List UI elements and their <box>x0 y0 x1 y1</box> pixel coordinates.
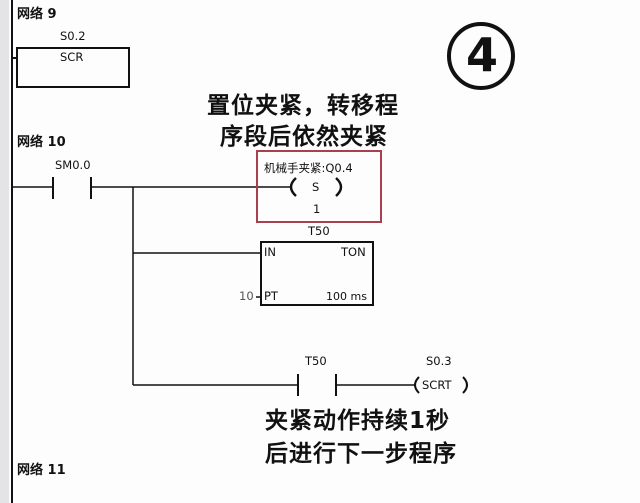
highlight-box <box>256 150 382 223</box>
scr-box <box>16 47 130 88</box>
step-circle <box>447 22 515 90</box>
scr-address: S0.2 <box>60 29 86 43</box>
network-11-label: 网络 11 <box>17 463 66 478</box>
scrt-coil-right <box>462 376 468 394</box>
coil-name: 机械手夹紧:Q0.4 <box>264 161 353 175</box>
scr-name: SCR <box>60 50 84 64</box>
coil-left <box>289 177 297 197</box>
network-9-label: 网络 9 <box>17 7 57 22</box>
step-number: 4 <box>466 28 499 82</box>
note1-line1: 置位夹紧，转移程 <box>207 93 399 119</box>
network-10-label: 网络 10 <box>17 135 66 150</box>
timer-preset: 10 <box>239 289 254 303</box>
coil-count: 1 <box>313 202 321 216</box>
left-gutter <box>0 0 9 503</box>
note2-line2: 后进行下一步程序 <box>265 441 457 467</box>
scrt-coil-left <box>414 376 420 394</box>
ton-box <box>260 241 374 306</box>
timer-in: IN <box>264 245 276 259</box>
contact-t50-label: T50 <box>305 354 327 368</box>
scrt-address: S0.3 <box>426 354 452 368</box>
note2-line1: 夹紧动作持续1秒 <box>265 408 451 434</box>
timer-type: TON <box>341 245 366 259</box>
timer-pt: PT <box>264 289 278 303</box>
note1-line2: 序段后依然夹紧 <box>220 124 388 150</box>
timer-base: 100 ms <box>326 290 367 303</box>
coil-instruction: S <box>312 180 320 194</box>
coil-right <box>335 177 343 197</box>
scrt-name: SCRT <box>422 378 452 392</box>
contact-sm00-label: SM0.0 <box>55 158 91 172</box>
timer-name: T50 <box>308 224 330 238</box>
